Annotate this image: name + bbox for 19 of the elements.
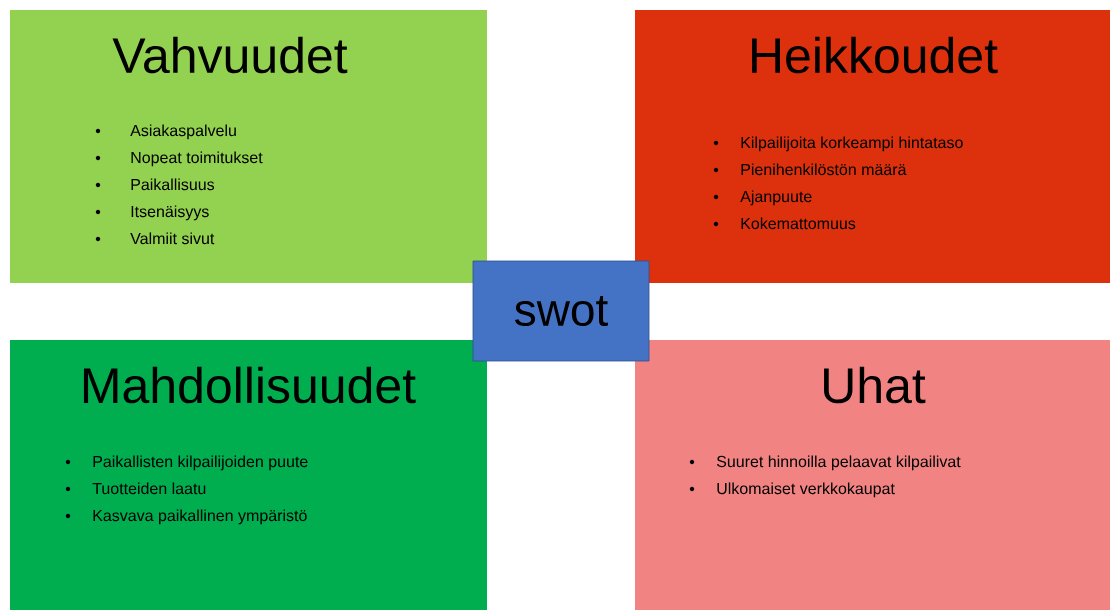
bullet-item: Asiakaspalvelu [95,124,236,140]
bullet-item: Ulkomaiset verkkokaupat [689,482,895,498]
bullet-item: Itsenäisyys [95,205,209,221]
bullet-item: Nopeat toimitukset [95,151,263,167]
bullet-item: Kokemattomuus [713,217,856,230]
quadrant-title: Mahdollisuudet [83,366,416,404]
bullet-item: Kasvava paikallinen ympäristö [65,509,307,525]
bullet-item: Pienihenkilöstön määrä [713,163,907,176]
bullet-item: Valmiit sivut [95,232,215,245]
quadrant-title: Vahvuudet [112,36,348,74]
bullet-item: Suuret hinnoilla pelaavat kilpailivat [689,455,961,471]
bullet-item: Paikallisten kilpailijoiden puute [65,455,308,471]
bullet-item: Kilpailijoita korkeampi hintataso [713,136,963,152]
center-box: swot [472,260,650,362]
bullet-item: Ajanpuute [713,190,812,206]
quadrant-title: Uhat [824,366,926,404]
bullet-item: Paikallisuus [95,178,215,191]
bullet-item: Tuotteiden laatu [65,482,206,495]
quadrant-title: Heikkoudet [752,36,998,74]
